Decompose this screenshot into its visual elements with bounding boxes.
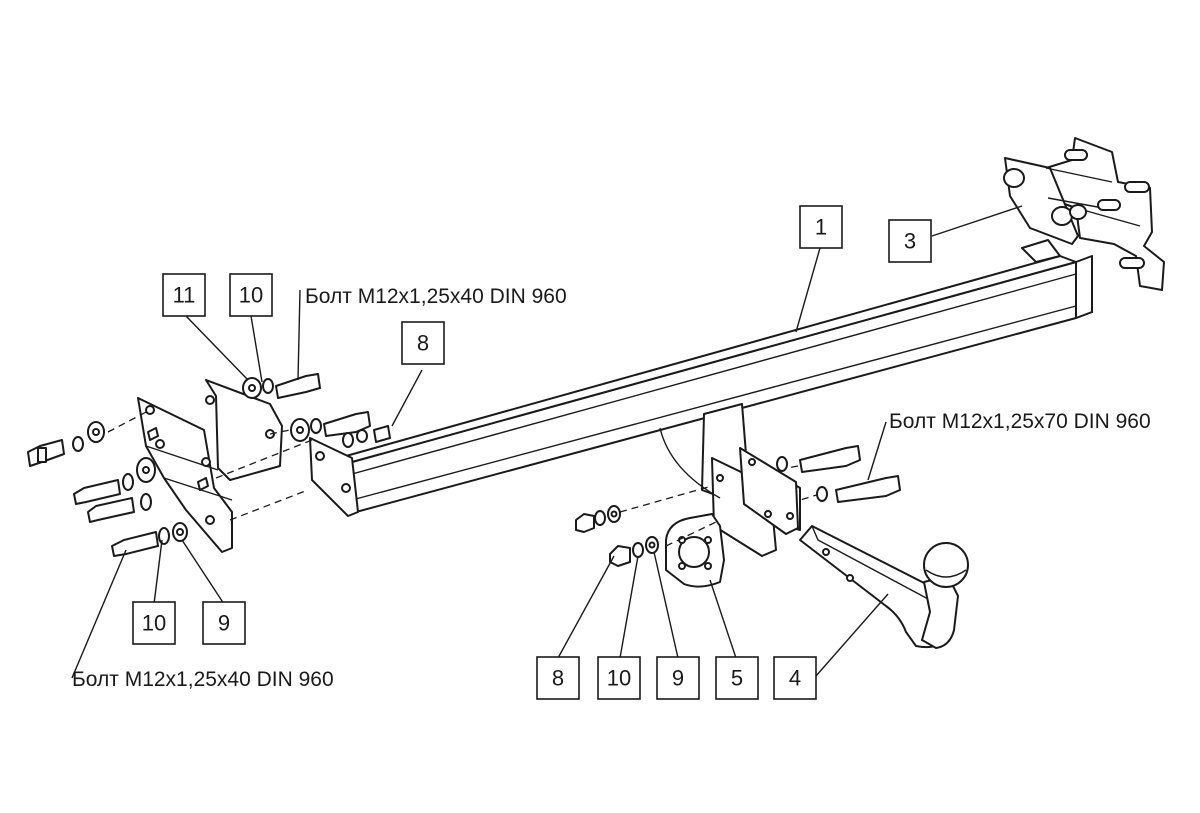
tow-ball-hook	[799, 525, 969, 649]
callout-label: 9	[218, 611, 230, 636]
callout-label: 10	[142, 611, 166, 636]
callout-label: 10	[607, 666, 631, 691]
left-mounting-bracket	[137, 379, 283, 553]
main-cross-beam	[309, 239, 1093, 517]
center-drop-bracket	[659, 403, 801, 557]
callout-10-bottom: 10	[597, 656, 641, 700]
callout-label: 4	[789, 666, 801, 691]
callout-label: 5	[731, 666, 743, 691]
bolt-left-mid	[73, 479, 121, 505]
callout-8-top: 8	[401, 321, 445, 365]
electrical-socket-plate	[665, 513, 725, 588]
callout-8-bottom: 8	[536, 656, 580, 700]
callout-label: 9	[672, 666, 684, 691]
bolt-left-top	[27, 439, 65, 467]
bolt-spec-right: Болт М12х1,25х70 DIN 960	[889, 410, 1151, 433]
callout-9-bottom: 9	[656, 656, 700, 700]
callout-1: 1	[799, 205, 843, 249]
callout-10-top: 10	[229, 273, 273, 317]
callout-9-left: 9	[202, 601, 246, 645]
callout-11: 11	[162, 273, 206, 317]
callout-label: 8	[552, 666, 564, 691]
callout-label: 10	[239, 283, 263, 308]
callout-label: 11	[173, 283, 196, 308]
right-mounting-bracket	[1003, 137, 1165, 291]
fasteners	[27, 373, 901, 567]
callout-3: 3	[888, 219, 932, 263]
washer	[72, 436, 84, 452]
callout-10-left: 10	[132, 601, 176, 645]
bolt-spec-top-left: Болт М12х1,25х40 DIN 960	[305, 285, 567, 308]
callout-4: 4	[773, 656, 817, 700]
callout-label: 1	[815, 215, 827, 240]
bolt-left-bottom	[111, 531, 159, 557]
callout-label: 3	[904, 229, 916, 254]
bolt-left-lower	[87, 497, 135, 523]
bolt-spec-bottom-left: Болт М12х1,25х40 DIN 960	[72, 668, 334, 691]
callout-label: 8	[417, 331, 429, 356]
leader-lines	[71, 205, 1023, 679]
callout-5: 5	[715, 656, 759, 700]
